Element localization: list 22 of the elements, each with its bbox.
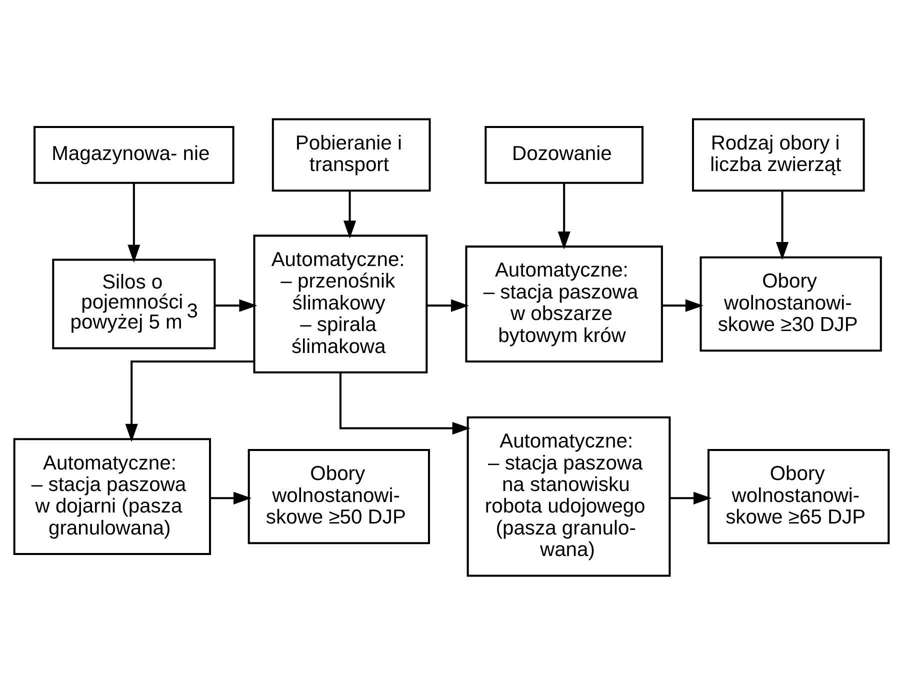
- node-box: Pobieranie i transport: [272, 118, 431, 192]
- node-box: Automatyczne: – przenośnik ślimakowy – spirala ślimakowa: [253, 234, 428, 374]
- arrow: [662, 299, 704, 312]
- node-box: Magazynowa- nie: [34, 126, 234, 184]
- arrow: [558, 182, 570, 250]
- node-box: Rodzaj obory i liczba zwierząt: [692, 118, 865, 192]
- arrow: [128, 182, 140, 263]
- arrow: [125, 360, 254, 442]
- node-box: Automatyczne: – stacja paszowa w dojarni (pasza granulowana): [13, 438, 212, 556]
- arrow: [670, 492, 712, 504]
- node-box: Obory wolnostanowi- skowe ≥65 DJP: [708, 448, 890, 544]
- arrow: [339, 372, 470, 435]
- arrow: [210, 492, 252, 504]
- node-box: Dozowanie: [484, 126, 644, 184]
- arrow: [343, 191, 356, 239]
- arrow: [214, 299, 258, 312]
- node-box: Obory wolnostanowi- skowe ≥30 DJP: [700, 256, 882, 352]
- arrow: [776, 191, 789, 260]
- node-box: Automatyczne: – stacja paszowa w obszarze bytowym krów: [465, 246, 663, 362]
- node-box: Automatyczne: – stacja paszowa na stanowisku robota udojowego (pasza granulo- wana): [466, 416, 671, 577]
- node-box: Obory wolnostanowi- skowe ≥50 DJP: [248, 448, 430, 544]
- arrow: [426, 299, 470, 312]
